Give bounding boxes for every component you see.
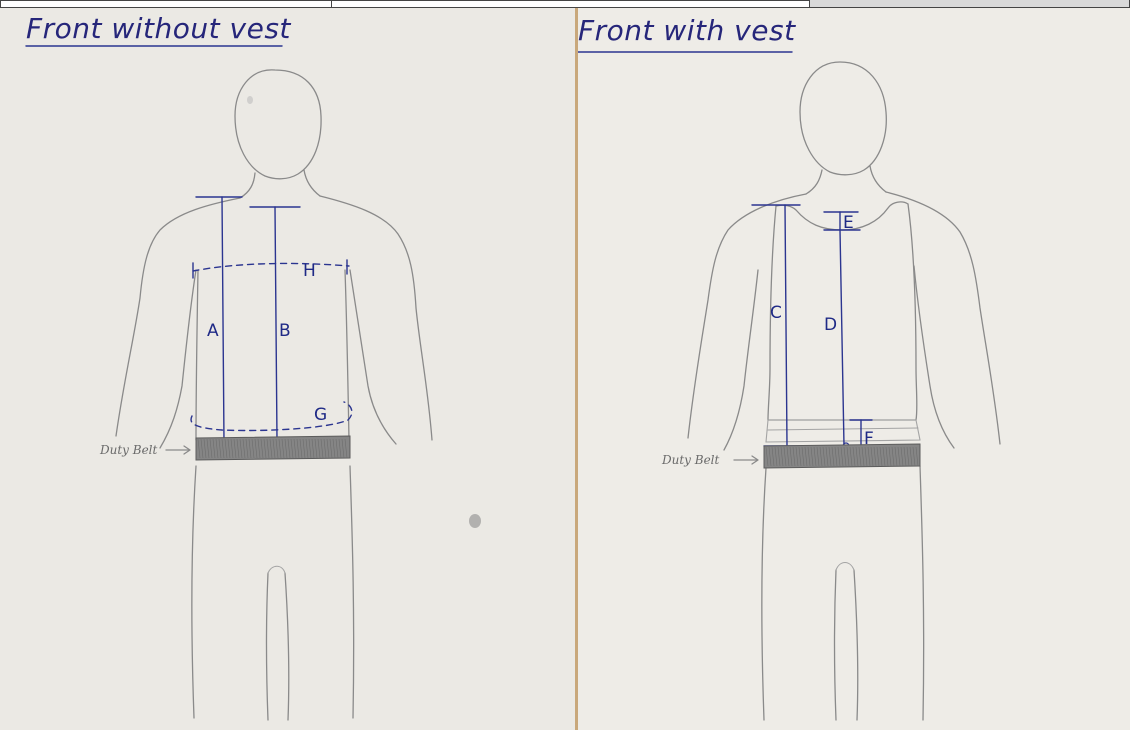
table-top-strip — [0, 0, 1130, 8]
label-b: B — [279, 321, 291, 341]
label-c: C — [770, 303, 782, 323]
label-a: A — [207, 321, 219, 341]
duty-belt-label: Duty Belt — [99, 443, 158, 457]
duty-belt — [196, 436, 350, 460]
sketch-front-with-vest: Front with vest — [578, 8, 1130, 730]
strip-cell-2 — [332, 0, 810, 8]
paper-smudge-2 — [247, 96, 253, 104]
label-e: E — [843, 213, 854, 233]
panel-front-with-vest: Front with vest — [578, 8, 1130, 730]
panel-title: Front without vest — [26, 12, 291, 45]
strip-cell-3 — [810, 0, 1130, 8]
paper-background — [578, 8, 1130, 730]
duty-belt-label: Duty Belt — [661, 453, 720, 467]
panel-front-without-vest: Front without vest — [0, 8, 575, 730]
strip-cell-1 — [0, 0, 332, 8]
label-d: D — [824, 315, 837, 335]
paper-smudge — [469, 514, 481, 528]
label-h: H — [303, 261, 316, 281]
label-g: G — [314, 405, 327, 425]
duty-belt — [764, 444, 920, 468]
panel-title: Front with vest — [578, 14, 796, 47]
sketch-front-without-vest: Front without vest — [0, 8, 575, 730]
